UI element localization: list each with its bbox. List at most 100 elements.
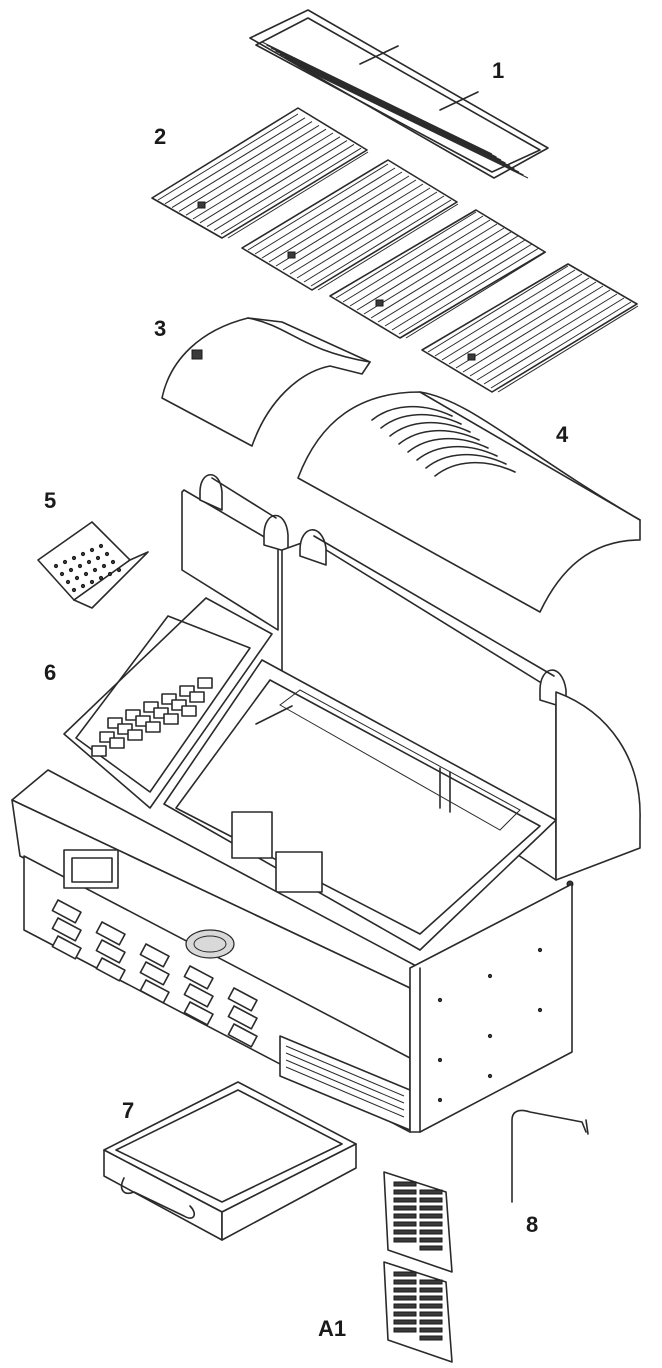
rivet xyxy=(487,973,493,979)
drawing-shape xyxy=(393,1319,417,1325)
drawing-shape xyxy=(95,939,126,964)
drawing-stroke xyxy=(282,183,424,271)
drawing-shape xyxy=(95,921,126,946)
drawing-stroke xyxy=(185,128,327,216)
drawing-shape xyxy=(419,1311,443,1317)
drawing-stroke xyxy=(490,301,632,389)
drawing-stroke xyxy=(199,136,341,224)
drawing-stroke xyxy=(289,187,431,275)
drawing-stroke xyxy=(455,281,597,369)
drip-tray-drawer xyxy=(103,1081,357,1241)
smoker-hole xyxy=(53,563,59,569)
smoker-hole xyxy=(80,551,86,557)
drawing-shape xyxy=(419,1229,443,1235)
drawing-stroke xyxy=(284,56,515,170)
drawing-stroke xyxy=(279,53,511,167)
smoker-hole xyxy=(110,559,116,565)
drawing-shape xyxy=(393,1327,417,1333)
vent-slot xyxy=(425,453,507,469)
smoker-hole xyxy=(59,571,65,577)
large-heat-shield xyxy=(297,391,641,613)
drawing-stroke xyxy=(356,223,498,311)
drawing-stroke xyxy=(171,121,313,209)
drawing-stroke xyxy=(268,175,410,263)
cooking-grates xyxy=(151,107,639,393)
drawing-stroke xyxy=(342,215,484,303)
smoker-hole xyxy=(77,563,83,569)
smoker-hole xyxy=(71,587,77,593)
drawing-stroke xyxy=(335,211,477,299)
drawing-stroke xyxy=(434,269,576,357)
label-part-5: 5 xyxy=(44,488,56,513)
drawing-shape xyxy=(419,1287,443,1293)
drawing-shape xyxy=(139,943,170,968)
cooking-grate-2 xyxy=(241,159,459,291)
drawing-shape xyxy=(227,1005,258,1030)
vent-slot xyxy=(407,437,489,453)
drawing-stroke xyxy=(220,147,362,235)
smoker-box xyxy=(37,521,149,609)
vent-slot xyxy=(380,413,462,429)
cooking-grate-3 xyxy=(329,209,547,339)
drawing-shape xyxy=(171,699,187,711)
smoker-hole xyxy=(98,543,104,549)
drawing-stroke xyxy=(293,62,524,176)
drawing-shape xyxy=(163,713,179,725)
smoker-hole xyxy=(83,571,89,577)
smoker-hole xyxy=(95,555,101,561)
smoker-hole xyxy=(80,583,86,589)
drawing-stroke xyxy=(285,1059,405,1111)
drawing-shape xyxy=(419,1279,443,1285)
smoker-hole xyxy=(98,575,104,581)
part-labels: 1 2 3 4 5 6 7 8 A1 xyxy=(44,58,569,1341)
drawing-stroke xyxy=(266,44,497,158)
smoker-hole xyxy=(71,555,77,561)
drawing-shape xyxy=(393,1229,417,1235)
rivet xyxy=(437,1097,443,1103)
drawing-stroke xyxy=(297,65,529,179)
drawing-stroke xyxy=(285,1045,405,1097)
rivet xyxy=(537,1007,543,1013)
drawing-stroke xyxy=(157,113,299,201)
drawing-shape xyxy=(227,987,258,1012)
drawing-shape xyxy=(145,721,161,733)
drawing-shape xyxy=(393,1311,417,1317)
rivet xyxy=(437,997,443,1003)
drawing-stroke xyxy=(285,1052,405,1104)
drawing-shape xyxy=(393,1303,417,1309)
drawing-stroke xyxy=(448,277,590,365)
drawing-shape xyxy=(189,691,205,703)
small-heat-shield xyxy=(161,317,371,447)
smoker-hole xyxy=(89,579,95,585)
grill-body xyxy=(11,474,641,1133)
drawing-shape xyxy=(375,299,384,307)
drawing-shape xyxy=(179,685,195,697)
drawing-stroke xyxy=(285,1066,405,1118)
drawing-shape xyxy=(419,1245,443,1251)
smoker-hole xyxy=(62,559,68,565)
drawing-shape xyxy=(125,709,141,721)
label-part-7: 7 xyxy=(122,1098,134,1123)
drawing-stroke xyxy=(439,91,479,111)
drawing-stroke xyxy=(497,305,639,393)
drawing-shape xyxy=(419,1319,443,1325)
drawing-stroke xyxy=(275,50,506,164)
vent-slot xyxy=(434,461,516,477)
smoker-hole xyxy=(68,567,74,573)
drawing-stroke xyxy=(391,243,533,331)
drawing-shape xyxy=(51,899,82,924)
igniter-rod xyxy=(511,1109,589,1203)
drawing-shape xyxy=(91,745,107,757)
drawing-shape xyxy=(419,1237,443,1243)
drawing-shape xyxy=(467,353,476,361)
drawing-shape xyxy=(51,917,82,942)
drawing-stroke xyxy=(384,239,526,327)
smoker-hole xyxy=(104,551,110,557)
rivet xyxy=(487,1073,493,1079)
drawing-stroke xyxy=(317,203,459,291)
drawing-shape xyxy=(161,693,177,705)
warming-rack-grate xyxy=(249,9,549,179)
drawing-stroke xyxy=(192,132,334,220)
drawing-shape xyxy=(393,1189,417,1195)
